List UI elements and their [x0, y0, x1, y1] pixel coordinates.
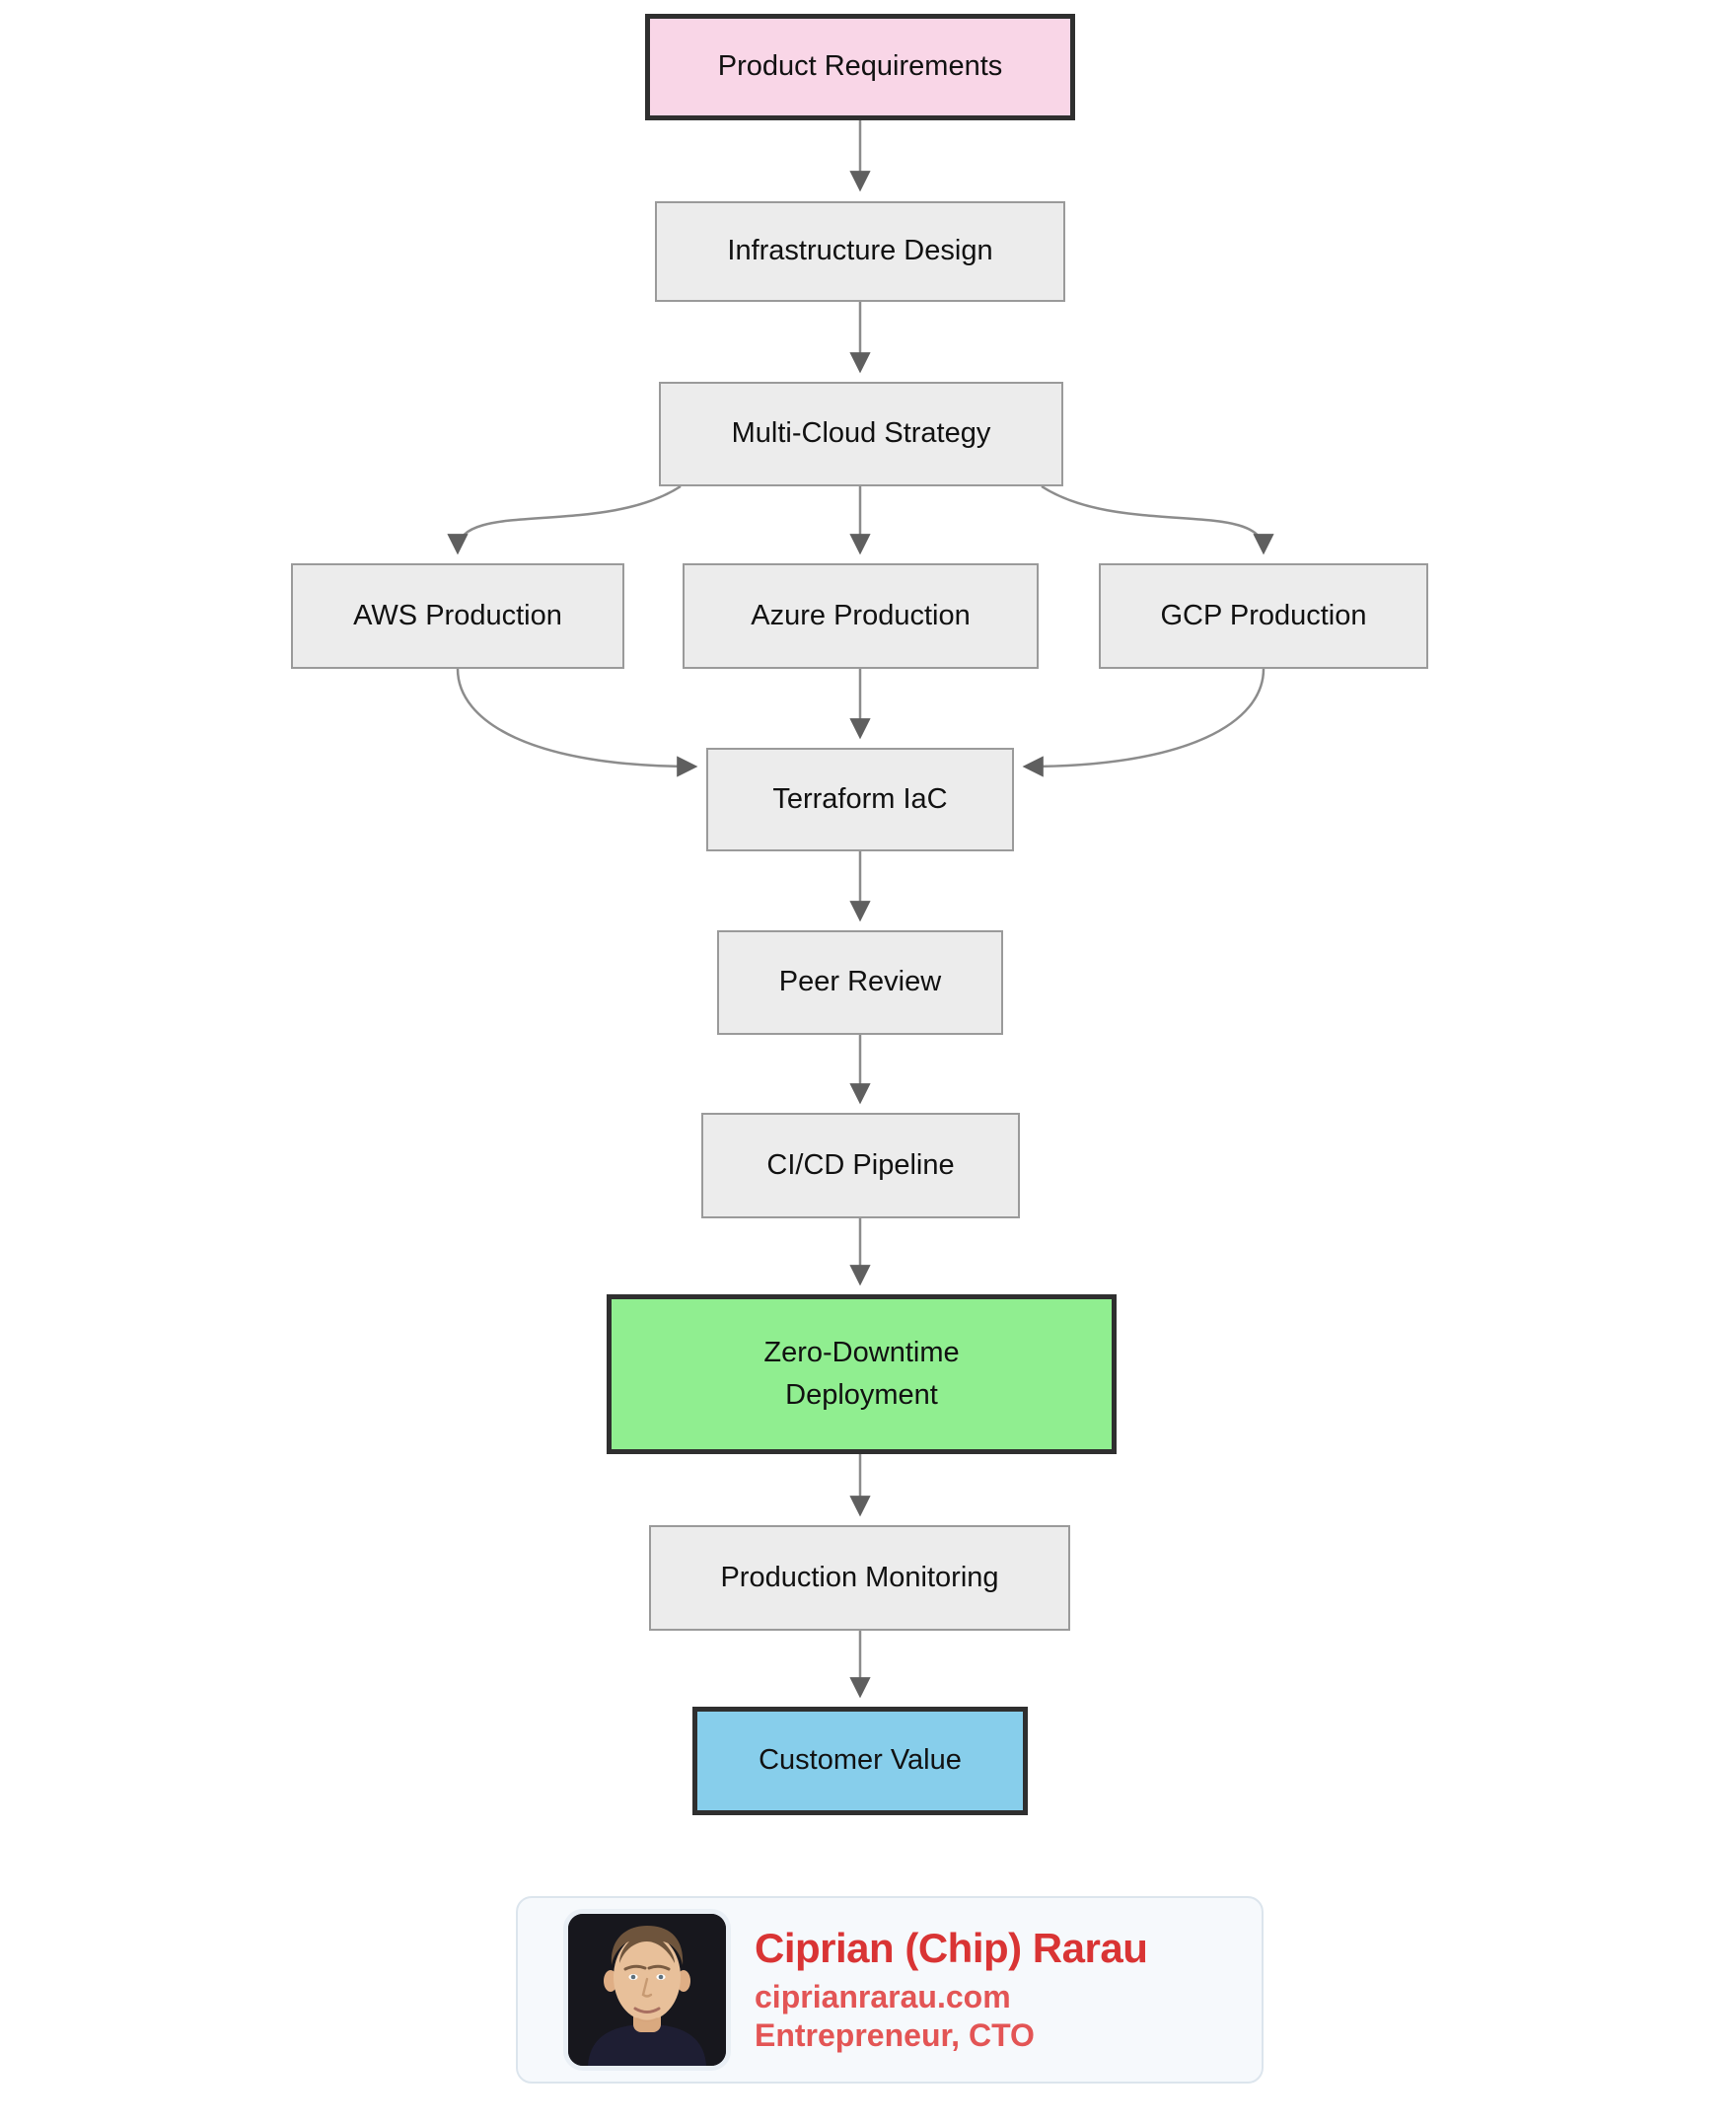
- node-label: Production Monitoring: [720, 1561, 999, 1593]
- person-portrait: [568, 1914, 726, 2066]
- profile-card: Ciprian (Chip) Rarau ciprianrarau.com En…: [516, 1896, 1264, 2084]
- node-label: CI/CD Pipeline: [766, 1148, 955, 1181]
- node-terraform-iac: Terraform IaC: [706, 748, 1014, 851]
- edge-aws-terraform: [456, 668, 698, 777]
- node-production-monitoring: Production Monitoring: [649, 1525, 1070, 1631]
- node-peer-review: Peer Review: [717, 930, 1003, 1035]
- node-azure-production: Azure Production: [683, 563, 1039, 669]
- node-label: Terraform IaC: [772, 782, 948, 815]
- node-cicd-pipeline: CI/CD Pipeline: [701, 1113, 1020, 1218]
- node-zero-downtime-deployment: Zero-Downtime Deployment: [607, 1294, 1117, 1454]
- edge-strategy-gcp: [1041, 484, 1274, 555]
- node-label: Customer Value: [759, 1744, 962, 1777]
- node-infrastructure-design: Infrastructure Design: [655, 201, 1065, 302]
- profile-title: Entrepreneur, CTO: [755, 2017, 1035, 2054]
- node-label: Product Requirements: [717, 50, 1003, 83]
- profile-photo: [563, 1909, 731, 2071]
- edge-gcp-terraform: [1022, 668, 1266, 777]
- node-label: Multi-Cloud Strategy: [731, 417, 991, 450]
- node-label: Peer Review: [778, 966, 942, 998]
- node-label: Infrastructure Design: [727, 235, 993, 267]
- node-customer-value: Customer Value: [692, 1707, 1028, 1815]
- node-label: Zero-Downtime Deployment: [763, 1336, 960, 1412]
- node-label: AWS Production: [353, 599, 562, 631]
- node-gcp-production: GCP Production: [1099, 563, 1428, 669]
- node-label: Azure Production: [751, 599, 971, 631]
- profile-text: Ciprian (Chip) Rarau ciprianrarau.com En…: [755, 1924, 1148, 2055]
- edge-strategy-aws: [447, 484, 682, 555]
- profile-name: Ciprian (Chip) Rarau: [755, 1924, 1148, 1971]
- node-multi-cloud-strategy: Multi-Cloud Strategy: [659, 382, 1063, 486]
- node-label: GCP Production: [1160, 599, 1367, 631]
- profile-website-link[interactable]: ciprianrarau.com: [755, 1979, 1011, 2015]
- node-aws-production: AWS Production: [291, 563, 624, 669]
- node-product-requirements: Product Requirements: [645, 14, 1075, 120]
